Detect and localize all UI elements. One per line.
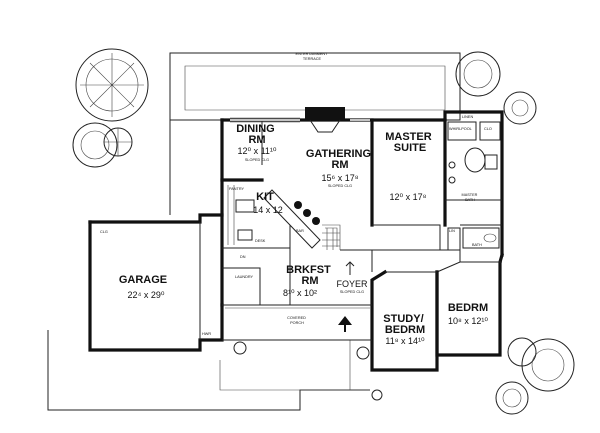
bedrm-dim: 10⁸ x 12¹⁰: [448, 316, 488, 326]
room-name-line: MASTER: [385, 131, 432, 143]
brkfst-dim: 8¹⁰ x 10²: [283, 288, 317, 298]
covered-porch-label: COVERED PORCH: [287, 316, 307, 325]
kitchen-fixtures: [227, 185, 341, 250]
tree-icon: [521, 338, 575, 392]
landscape-trees: [72, 48, 575, 415]
master-bath-label: MASTER BATH: [462, 193, 479, 202]
desk-label: DESK: [255, 239, 266, 243]
gathering-note: SLOPED CLG: [328, 184, 352, 188]
whirlpool-label: WHIRLPOOL: [449, 127, 472, 131]
bath-label: BATH: [472, 243, 482, 247]
room-name-line: STUDY/: [383, 313, 423, 325]
room-name-line: RM: [301, 275, 318, 287]
master-name: MASTER SUITE: [385, 131, 435, 154]
clg-label: CLG: [100, 230, 108, 234]
tree-icon: [503, 91, 537, 125]
tree-icon: [75, 48, 149, 122]
tree-icon: [455, 51, 501, 97]
interior-walls: [220, 107, 502, 305]
foyer-note: SLOPED CLG: [340, 290, 364, 294]
terrace-label: ENTERTAINMENT TERRACE: [296, 52, 329, 61]
small-label-line: COVERED: [287, 316, 306, 320]
brkfst-name: BRKFST RM: [286, 264, 334, 287]
kit-dim: 14 x 12: [253, 205, 283, 215]
bar-label: BAR: [296, 229, 304, 233]
bath-fixtures: [447, 121, 501, 251]
gathering-dim: 15⁶ x 17⁸: [321, 173, 358, 183]
lin-label: LIN: [449, 229, 455, 233]
tree-icon: [495, 381, 529, 415]
terrace-label-line: ENTERTAINMENT: [296, 52, 329, 56]
room-name-line: RM: [248, 134, 265, 146]
foyer-tile: [322, 228, 340, 250]
room-name-line: GATHERING: [306, 148, 371, 160]
room-name-line: RM: [331, 159, 348, 171]
linen-label: LINEN: [462, 115, 473, 119]
gathering-name: GATHERING RM: [306, 148, 374, 171]
entry-arrow-icon: [338, 316, 352, 332]
dining-note: SLOPED CLG: [245, 158, 269, 162]
small-labels: PANTRY LAUNDRY COVERED PORCH MASTER BATH…: [100, 115, 492, 336]
dining-dim: 12⁰ x 11¹⁰: [237, 146, 276, 156]
room-name-line: BEDRM: [385, 324, 425, 336]
tree-icon: [72, 122, 118, 168]
study-dim: 11⁸ x 14¹⁰: [385, 336, 425, 346]
laundry-label: LAUNDRY: [235, 275, 254, 279]
foyer-name: FOYER: [336, 279, 368, 289]
kit-name: KIT: [256, 191, 274, 203]
dn-label: DN: [240, 255, 246, 259]
hwr-label: HWR: [202, 332, 211, 336]
room-name-line: BRKFST: [286, 264, 331, 276]
pantry-label: PANTRY: [229, 187, 245, 191]
driveway: [47, 330, 370, 411]
dining-name: DINING RM: [236, 123, 278, 146]
small-label-line: MASTER: [462, 193, 478, 197]
bedrm-name: BEDRM: [448, 302, 488, 314]
clo-label: CLO: [484, 127, 492, 131]
garage-dim: 22⁴ x 29⁰: [128, 290, 165, 300]
tree-icon: [103, 127, 133, 157]
room-labels: DINING RM 12⁰ x 11¹⁰ SLOPED CLG GATHERIN…: [119, 123, 488, 346]
room-name-line: DINING: [236, 123, 275, 135]
small-label-line: BATH: [465, 198, 475, 202]
shrub-icon: [233, 341, 383, 401]
room-name-line: SUITE: [394, 142, 426, 154]
small-label-line: PORCH: [290, 321, 304, 325]
master-dim: 12⁰ x 17⁸: [390, 192, 427, 202]
garage-name: GARAGE: [119, 274, 167, 286]
study-name: STUDY/ BEDRM: [383, 313, 426, 336]
direction-arrow-icon: [345, 261, 355, 275]
terrace-label-line: TERRACE: [303, 57, 322, 61]
tree-icon: [507, 337, 537, 367]
